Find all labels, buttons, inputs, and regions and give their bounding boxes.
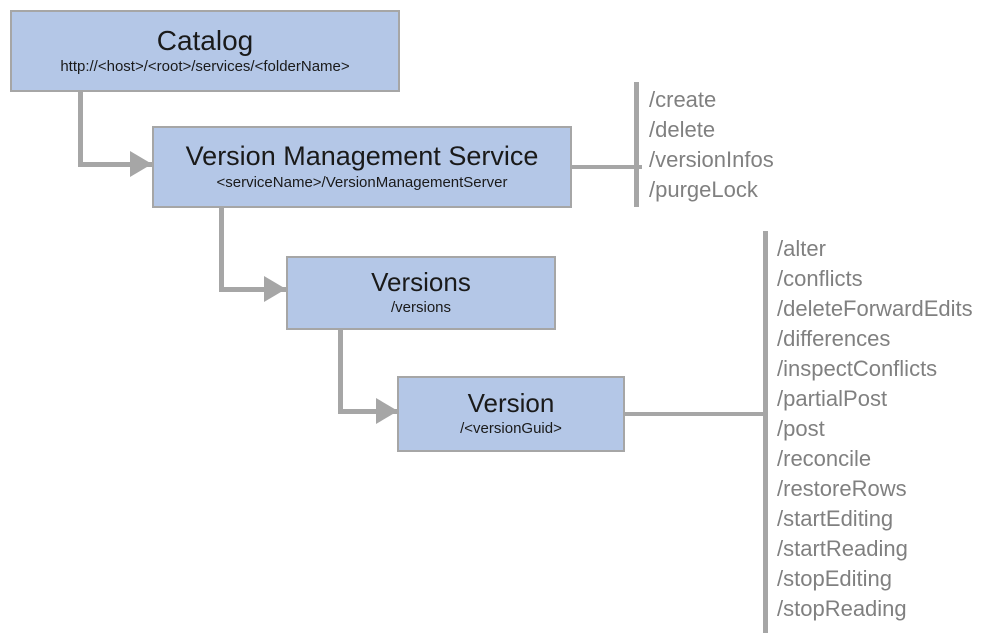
arrowhead-service-to-versions-icon — [264, 276, 286, 302]
node-version-management-service-title: Version Management Service — [185, 141, 539, 172]
endpoint-item: /partialPost — [777, 386, 888, 411]
endpoint-item: /startReading — [777, 536, 908, 561]
node-catalog: Catalog http://<host>/<root>/services/<f… — [10, 10, 400, 92]
endpoint-item: /stopEditing — [777, 566, 892, 591]
node-versions: Versions /versions — [286, 256, 556, 330]
endpoint-item: /delete — [649, 117, 716, 142]
endpoint-item: /conflicts — [777, 266, 863, 291]
endpoint-item: /purgeLock — [649, 177, 758, 202]
endpoint-list-version-operations: /alter /conflicts /deleteForwardEdits /d… — [777, 234, 973, 624]
endpoint-item: /versionInfos — [649, 147, 774, 172]
endpoint-item: /stopReading — [777, 596, 907, 621]
leader-version-operations-horizontal — [625, 412, 767, 416]
node-catalog-title: Catalog — [156, 24, 254, 56]
endpoint-item: /differences — [777, 326, 891, 351]
endpoint-item: /alter — [777, 236, 826, 261]
connector-versions-to-version-vertical — [338, 330, 343, 414]
leader-service-operations-horizontal — [572, 165, 642, 169]
node-version-path: /<versionGuid> — [460, 420, 562, 438]
connector-versions-to-version-horizontal — [338, 409, 397, 414]
node-version-title: Version — [467, 387, 555, 418]
endpoint-item: /create — [649, 87, 717, 112]
leader-service-operations-bracket — [634, 82, 639, 207]
endpoint-item: /restoreRows — [777, 476, 907, 501]
connector-service-to-versions-horizontal — [219, 287, 286, 292]
arrowhead-catalog-to-service-icon — [130, 151, 152, 177]
node-versions-title: Versions — [371, 266, 471, 297]
connector-catalog-to-service-horizontal — [78, 162, 152, 167]
node-version-management-service: Version Management Service <serviceName>… — [152, 126, 572, 208]
arrowhead-versions-to-version-icon — [376, 398, 398, 424]
node-version: Version /<versionGuid> — [397, 376, 625, 452]
node-versions-path: /versions — [390, 299, 452, 317]
endpoint-item: /post — [777, 416, 825, 441]
node-catalog-path: http://<host>/<root>/services/<folderNam… — [60, 58, 350, 76]
endpoint-list-service-operations: /create /delete /versionInfos /purgeLock — [649, 85, 774, 205]
node-version-management-service-path: <serviceName>/VersionManagementServer — [216, 173, 508, 191]
endpoint-item: /reconcile — [777, 446, 872, 471]
connector-service-to-versions-vertical — [219, 207, 224, 292]
endpoint-item: /deleteForwardEdits — [777, 296, 973, 321]
leader-version-operations-bracket — [763, 231, 768, 633]
endpoint-item: /startEditing — [777, 506, 894, 531]
connector-catalog-to-service-vertical — [78, 91, 83, 167]
endpoint-item: /inspectConflicts — [777, 356, 938, 381]
